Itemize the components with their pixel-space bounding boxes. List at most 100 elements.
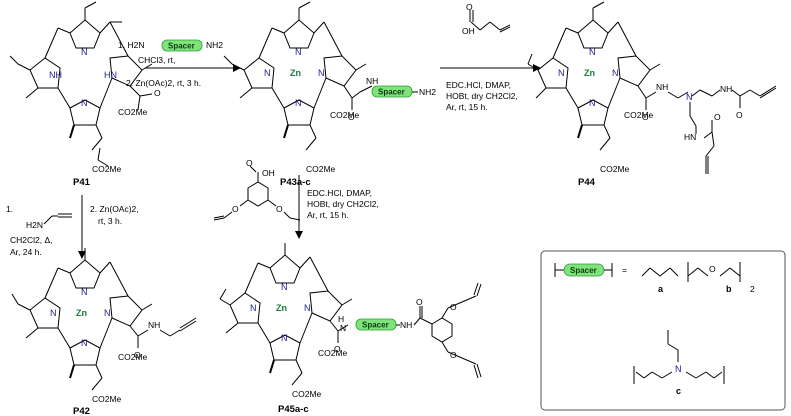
p42-n-left: N: [50, 308, 57, 318]
p45-zn: Zn: [276, 303, 287, 313]
legend-b-n: 2: [750, 284, 755, 294]
compound-p41: N NH HN N O CO2Me CO2Me P41: [9, 1, 161, 188]
p45-n-bottom: N: [281, 333, 288, 343]
r4-line3: Ar, rt, 15 h.: [307, 210, 349, 220]
p45-amide-n: N: [340, 323, 346, 333]
r1-spacer-label: Spacer: [168, 42, 195, 51]
r4-acid-oh: OH: [262, 168, 275, 178]
r2-acid-o: O: [466, 2, 473, 12]
p44-arm2-hn: HN: [684, 132, 696, 142]
r1-line3: 2. Zn(OAc)2, rt, 3 h.: [126, 78, 201, 88]
p43-n-left: N: [264, 68, 271, 78]
p42-n-right: N: [104, 308, 111, 318]
p43-zn: Zn: [290, 68, 301, 78]
p42-amide-nh: NH: [148, 320, 160, 330]
p42-n-bottom: N: [81, 338, 88, 348]
r4-line1: EDC.HCl, DMAP,: [307, 188, 372, 198]
reaction-arrow-4: O OH O O EDC.HCl, DMAP, HOBt, dry CH2Cl2…: [213, 158, 379, 239]
p45-n-top: N: [281, 282, 288, 292]
p44-tertiary-n: N: [686, 92, 693, 102]
p41-co2me-2: CO2Me: [92, 164, 122, 174]
p43-n-top: N: [295, 47, 302, 57]
legend-spacer-label: Spacer: [570, 266, 597, 275]
p45-amide-o: O: [334, 344, 341, 354]
r3-line2: CH2Cl2, Δ,: [10, 235, 53, 245]
p43-co2me-2: CO2Me: [306, 164, 336, 174]
r3-amine-h2n: H2N: [26, 220, 43, 230]
p41-ketone-o: O: [154, 88, 161, 98]
p42-zn: Zn: [76, 308, 87, 318]
p43-spacer-label: Spacer: [378, 88, 405, 97]
legend-b-o: O: [709, 264, 716, 274]
p45-spacer-label: Spacer: [362, 321, 389, 330]
r2-line1: EDC.HCl, DMAP,: [446, 80, 511, 90]
r4-ether-o-right: O: [276, 204, 283, 214]
p44-amide-nh: NH: [656, 82, 668, 92]
label-p43: P43a-c: [280, 177, 311, 188]
p45-benzamide-nh: NH: [400, 320, 412, 330]
reaction-arrow-2: OH O EDC.HCl, DMAP, HOBt, dry CH2Cl2, Ar…: [440, 2, 541, 112]
p45-n-right: N: [304, 303, 311, 313]
reaction-arrow-3: 1. H2N CH2Cl2, Δ, Ar, 24 h. 2. Zn(OAc)2,…: [6, 195, 139, 259]
compound-p43: N N Zn N N O NH Spacer NH2 CO2Me CO2Me P…: [223, 1, 436, 188]
p41-co2me-1: CO2Me: [118, 107, 148, 117]
r1-spacer-pill: [161, 39, 203, 52]
spacer-legend: Spacer = a O b 2 N c: [540, 250, 786, 411]
legend-b: b: [726, 284, 732, 294]
p44-n-bottom: N: [589, 98, 596, 108]
compound-p45: Spacer N N Zn N N H N O NH O O O CO2Me C…: [219, 243, 482, 415]
compound-p44: N N Zn N N NH O N NH O HN O CO2Me CO2Me …: [527, 1, 777, 188]
legend-c: c: [676, 386, 681, 396]
legend-equals: =: [622, 265, 627, 275]
p43-amide-nh: NH: [366, 76, 378, 86]
p41-hn: HN: [104, 70, 117, 80]
r2-line3: Ar, rt, 15 h.: [446, 102, 488, 112]
r1-line2: CHCl3, rt,: [138, 55, 175, 65]
r1-line1-end: NH2: [206, 40, 223, 50]
label-p45: P45a-c: [278, 404, 309, 415]
label-p42: P42: [73, 406, 90, 416]
p41-n-bottom: N: [81, 98, 88, 108]
p42-co2me-1: CO2Me: [118, 352, 148, 362]
p45-n-left: N: [250, 303, 257, 313]
p45-benzamide-o: O: [416, 297, 423, 307]
p44-arm1-o: O: [736, 110, 743, 120]
r3-line1: 1.: [6, 204, 13, 214]
p43-nh2: NH2: [419, 87, 436, 97]
p45-ether-o-top: O: [450, 302, 457, 312]
p42-co2me-2: CO2Me: [92, 394, 122, 404]
p41-nh: NH: [49, 70, 62, 80]
r3-line5: rt, 3 h.: [98, 216, 122, 226]
r4-ether-o-left: O: [232, 204, 239, 214]
r4-acid-o: O: [246, 158, 253, 168]
p43-n-bottom: N: [295, 98, 302, 108]
p44-zn: Zn: [584, 68, 595, 78]
legend-c-n: N: [675, 364, 682, 374]
p42-amide-o: O: [134, 350, 141, 360]
r3-line3: Ar, 24 h.: [10, 247, 42, 257]
r2-line2: HOBt, dry CH2Cl2,: [446, 91, 518, 101]
compound-p42: N N Zn N N NH O CO2Me CO2Me P42: [11, 248, 197, 416]
p45-co2me-2: CO2Me: [292, 389, 322, 399]
p44-n-right: N: [612, 68, 619, 78]
label-p41: P41: [73, 177, 91, 188]
reaction-arrow-1: 1. H2N Spacer NH2 CHCl3, rt, 2. Zn(OAc)2…: [118, 39, 241, 88]
p45-co2me-1: CO2Me: [318, 348, 348, 358]
p44-arm1-nh: NH: [720, 84, 732, 94]
p44-arm2-o: O: [714, 112, 721, 122]
p44-amide-o: O: [642, 112, 649, 122]
p41-n-top: N: [81, 47, 88, 57]
p43-n-right: N: [318, 68, 325, 78]
r1-line1: 1. H2N: [118, 40, 144, 50]
r3-line4: 2. Zn(OAc)2,: [90, 204, 139, 214]
p45-ether-o-bottom: O: [450, 350, 457, 360]
p44-n-left: N: [558, 68, 565, 78]
legend-a: a: [658, 284, 664, 294]
p43-co2me-1: CO2Me: [330, 110, 360, 120]
p45-amide-h: H: [338, 314, 344, 324]
r4-line2: HOBt, dry CH2Cl2,: [307, 199, 379, 209]
p44-co2me-1: CO2Me: [624, 110, 654, 120]
p44-n-top: N: [589, 47, 596, 57]
p42-n-top: N: [81, 287, 88, 297]
